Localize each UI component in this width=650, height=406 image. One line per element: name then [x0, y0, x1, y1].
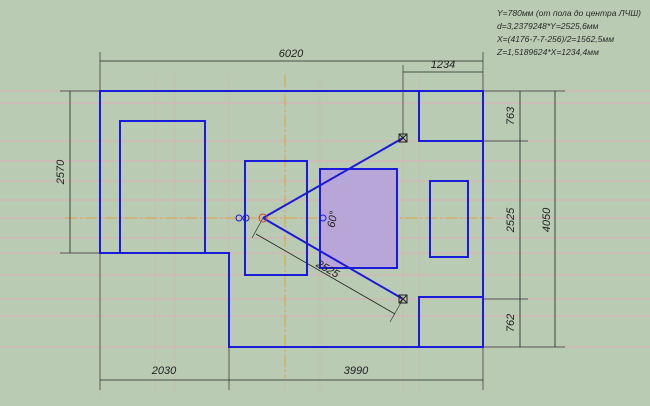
bottom-right-unit[interactable]: [418, 296, 484, 348]
dim-bottom-right-height: 762: [505, 314, 517, 332]
note-line-2: d=3,2379248*Y=2525,6мм: [497, 21, 599, 31]
dim-left-height: 2570: [55, 159, 67, 185]
room-outline: [99, 90, 484, 348]
centerlines: [65, 75, 492, 378]
dim-bottom-left-width: 2030: [151, 365, 177, 377]
viewer-point-icon[interactable]: [258, 213, 268, 223]
note-line-3: X=(4176-7-7-256)/2=1562,5мм: [497, 34, 615, 44]
dim-angle: 60°: [326, 210, 341, 229]
node-icon: [235, 214, 243, 222]
dim-overall-width: 6020: [279, 48, 304, 60]
note-line-1: Y=780мм (от пола до центра ЛЧШ): [497, 8, 641, 18]
dim-overall-height: 4050: [541, 207, 553, 232]
speaker-markers[interactable]: [398, 133, 408, 304]
note-line-4: Z=1,5189624*X=1234,4мм: [497, 47, 599, 57]
node-icon: [319, 214, 327, 222]
screen-area[interactable]: [319, 168, 398, 269]
right-table[interactable]: [429, 180, 469, 258]
node-icon: [242, 214, 250, 222]
top-right-unit[interactable]: [418, 90, 484, 142]
dim-middle-height: 2525: [505, 207, 517, 233]
center-table[interactable]: [244, 160, 308, 276]
dim-bottom-right-width: 3990: [344, 365, 369, 377]
dim-top-right-height: 763: [505, 106, 517, 125]
dim-right-offset: 1234: [431, 59, 455, 71]
view-lines: [262, 137, 404, 300]
left-cabinet[interactable]: [119, 120, 206, 254]
extension-lines: [60, 52, 565, 390]
